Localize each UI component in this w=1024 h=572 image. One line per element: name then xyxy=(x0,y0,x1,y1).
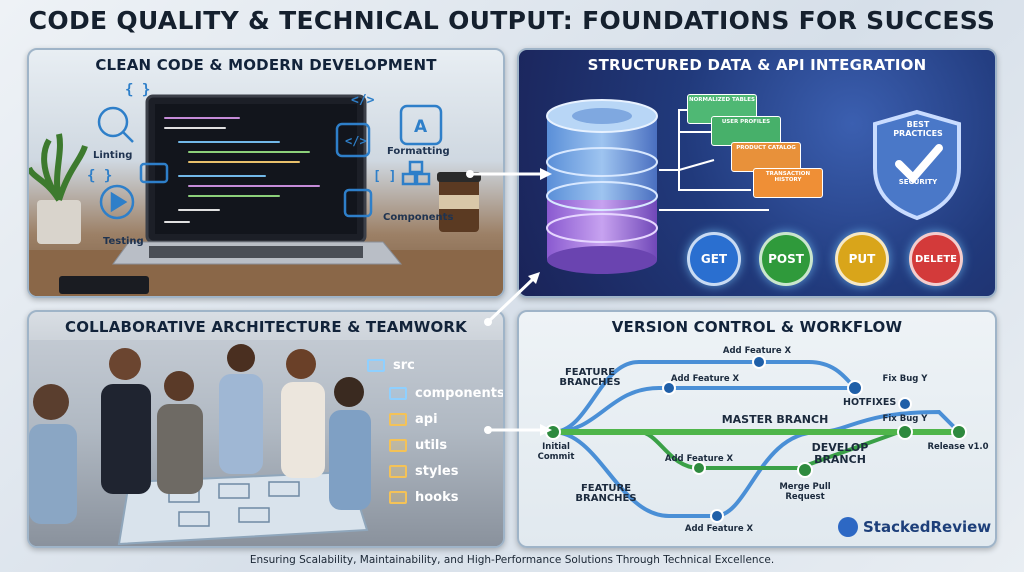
label-add-feature-4: Add Feature X xyxy=(684,524,754,534)
label-fix-bug-2: Fix Bug Y xyxy=(882,414,928,424)
footer-tagline: Ensuring Scalability, Maintainability, a… xyxy=(249,554,775,566)
panel-title-clean-code: CLEAN CODE & MODERN DEVELOPMENT xyxy=(95,56,437,74)
label-add-feature-2: Add Feature X xyxy=(670,374,740,384)
label-initial-commit: Initial Commit xyxy=(537,442,575,462)
label-linting: Linting xyxy=(93,150,133,161)
panel-version-control: VERSION CONTROL & WORKFLOW FEATURE BRANC… xyxy=(517,310,997,548)
folder-icon xyxy=(389,387,407,400)
folder-api: api xyxy=(389,412,438,427)
table-card-transaction-history: TRANSACTION HISTORY xyxy=(753,168,823,198)
label-develop-branch: DEVELOP BRANCH xyxy=(811,441,869,466)
folder-components: components xyxy=(389,386,503,401)
panel-collaboration: COLLABORATIVE ARCHITECTURE & TEAMWORK sr… xyxy=(27,310,505,548)
table-card-user-profiles: USER PROFILES xyxy=(711,116,781,146)
method-delete: DELETE xyxy=(909,232,963,286)
svg-text:</>: </> xyxy=(351,93,375,108)
svg-text:{ }: { } xyxy=(125,82,150,98)
folder-icon xyxy=(389,439,407,452)
method-put: PUT xyxy=(835,232,889,286)
svg-text:A: A xyxy=(414,117,428,137)
label-testing: Testing xyxy=(103,236,144,247)
clean-code-illustration: { } { } </> </> A [ ] xyxy=(29,82,503,296)
folder-icon xyxy=(389,491,407,504)
label-add-feature-3: Add Feature X xyxy=(664,454,734,464)
folder-icon xyxy=(367,359,385,372)
main-title: CODE QUALITY & TECHNICAL OUTPUT: FOUNDAT… xyxy=(28,6,996,35)
panel-clean-code: CLEAN CODE & MODERN DEVELOPMENT xyxy=(27,48,505,298)
panel-title-collaboration: COLLABORATIVE ARCHITECTURE & TEAMWORK xyxy=(65,318,467,336)
label-hotfixes: HOTFIXES xyxy=(843,397,897,408)
bar-chart-icon xyxy=(838,517,858,537)
folder-src: src xyxy=(367,358,415,373)
team-illustration xyxy=(29,340,503,546)
folder-styles: styles xyxy=(389,464,458,479)
database-illustration xyxy=(546,99,961,274)
panel-title-structured-data: STRUCTURED DATA & API INTEGRATION xyxy=(587,56,927,74)
git-workflow-diagram xyxy=(545,355,967,523)
label-release: Release v1.0 xyxy=(927,442,989,452)
label-merge-pull-request: Merge Pull Request xyxy=(779,482,831,502)
panel-title-version-control: VERSION CONTROL & WORKFLOW xyxy=(611,318,903,336)
svg-text:[ ]: [ ] xyxy=(373,169,396,184)
folder-icon xyxy=(389,465,407,478)
svg-text:{ }: { } xyxy=(87,168,112,184)
folder-hooks: hooks xyxy=(389,490,459,505)
panel-structured-data: STRUCTURED DATA & API INTEGRATION NO xyxy=(517,48,997,298)
label-components: Components xyxy=(383,212,454,223)
label-master-branch: MASTER BRANCH xyxy=(721,413,829,426)
method-get: GET xyxy=(687,232,741,286)
svg-text:</>: </> xyxy=(345,134,367,148)
method-post: POST xyxy=(759,232,813,286)
label-add-feature-1: Add Feature X xyxy=(722,346,792,356)
label-formatting: Formatting xyxy=(387,146,450,157)
label-feature-branches-top: FEATURE BRANCHES xyxy=(559,367,621,388)
shield-bottom-label: SECURITY xyxy=(898,178,938,186)
label-fix-bug-1: Fix Bug Y xyxy=(882,374,928,384)
shield-top-label: BEST PRACTICES xyxy=(893,120,943,138)
brand-logo: StackedReview xyxy=(838,517,991,537)
folder-utils: utils xyxy=(389,438,447,453)
label-feature-branches-bottom: FEATURE BRANCHES xyxy=(575,483,637,504)
folder-icon xyxy=(389,413,407,426)
